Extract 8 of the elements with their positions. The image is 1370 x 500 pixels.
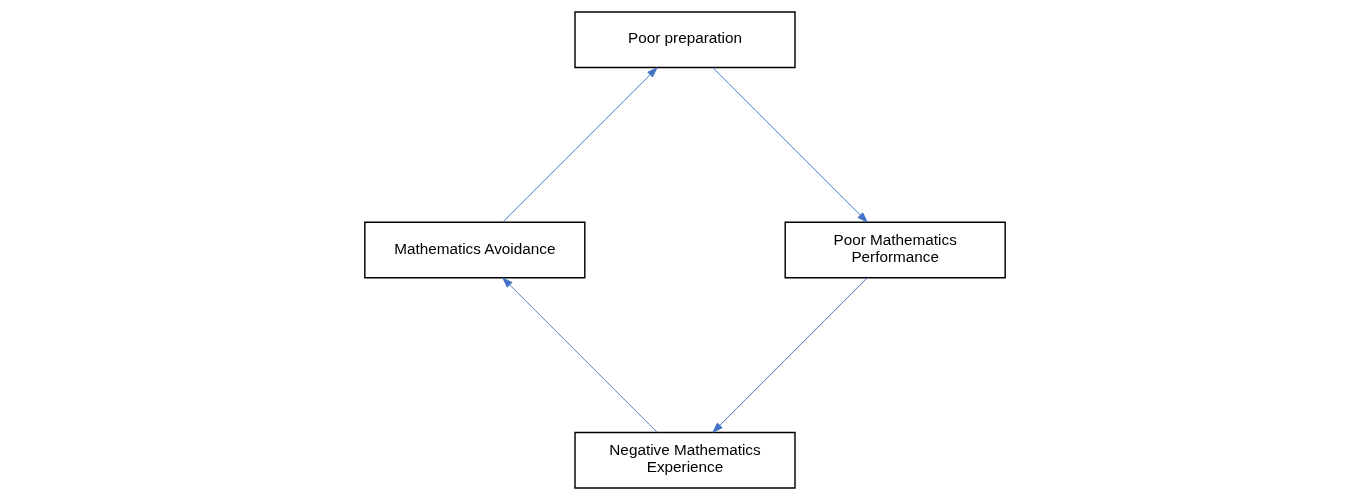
arrow xyxy=(502,67,658,223)
node-box: Poor Mathematics Performance xyxy=(784,221,1006,279)
arrow xyxy=(712,67,868,223)
arrow xyxy=(502,277,658,433)
node-box: Poor preparation xyxy=(574,11,796,69)
node-box: Negative Mathematics Experience xyxy=(574,431,796,489)
arrow xyxy=(712,277,868,433)
node-box: Mathematics Avoidance xyxy=(364,221,586,279)
